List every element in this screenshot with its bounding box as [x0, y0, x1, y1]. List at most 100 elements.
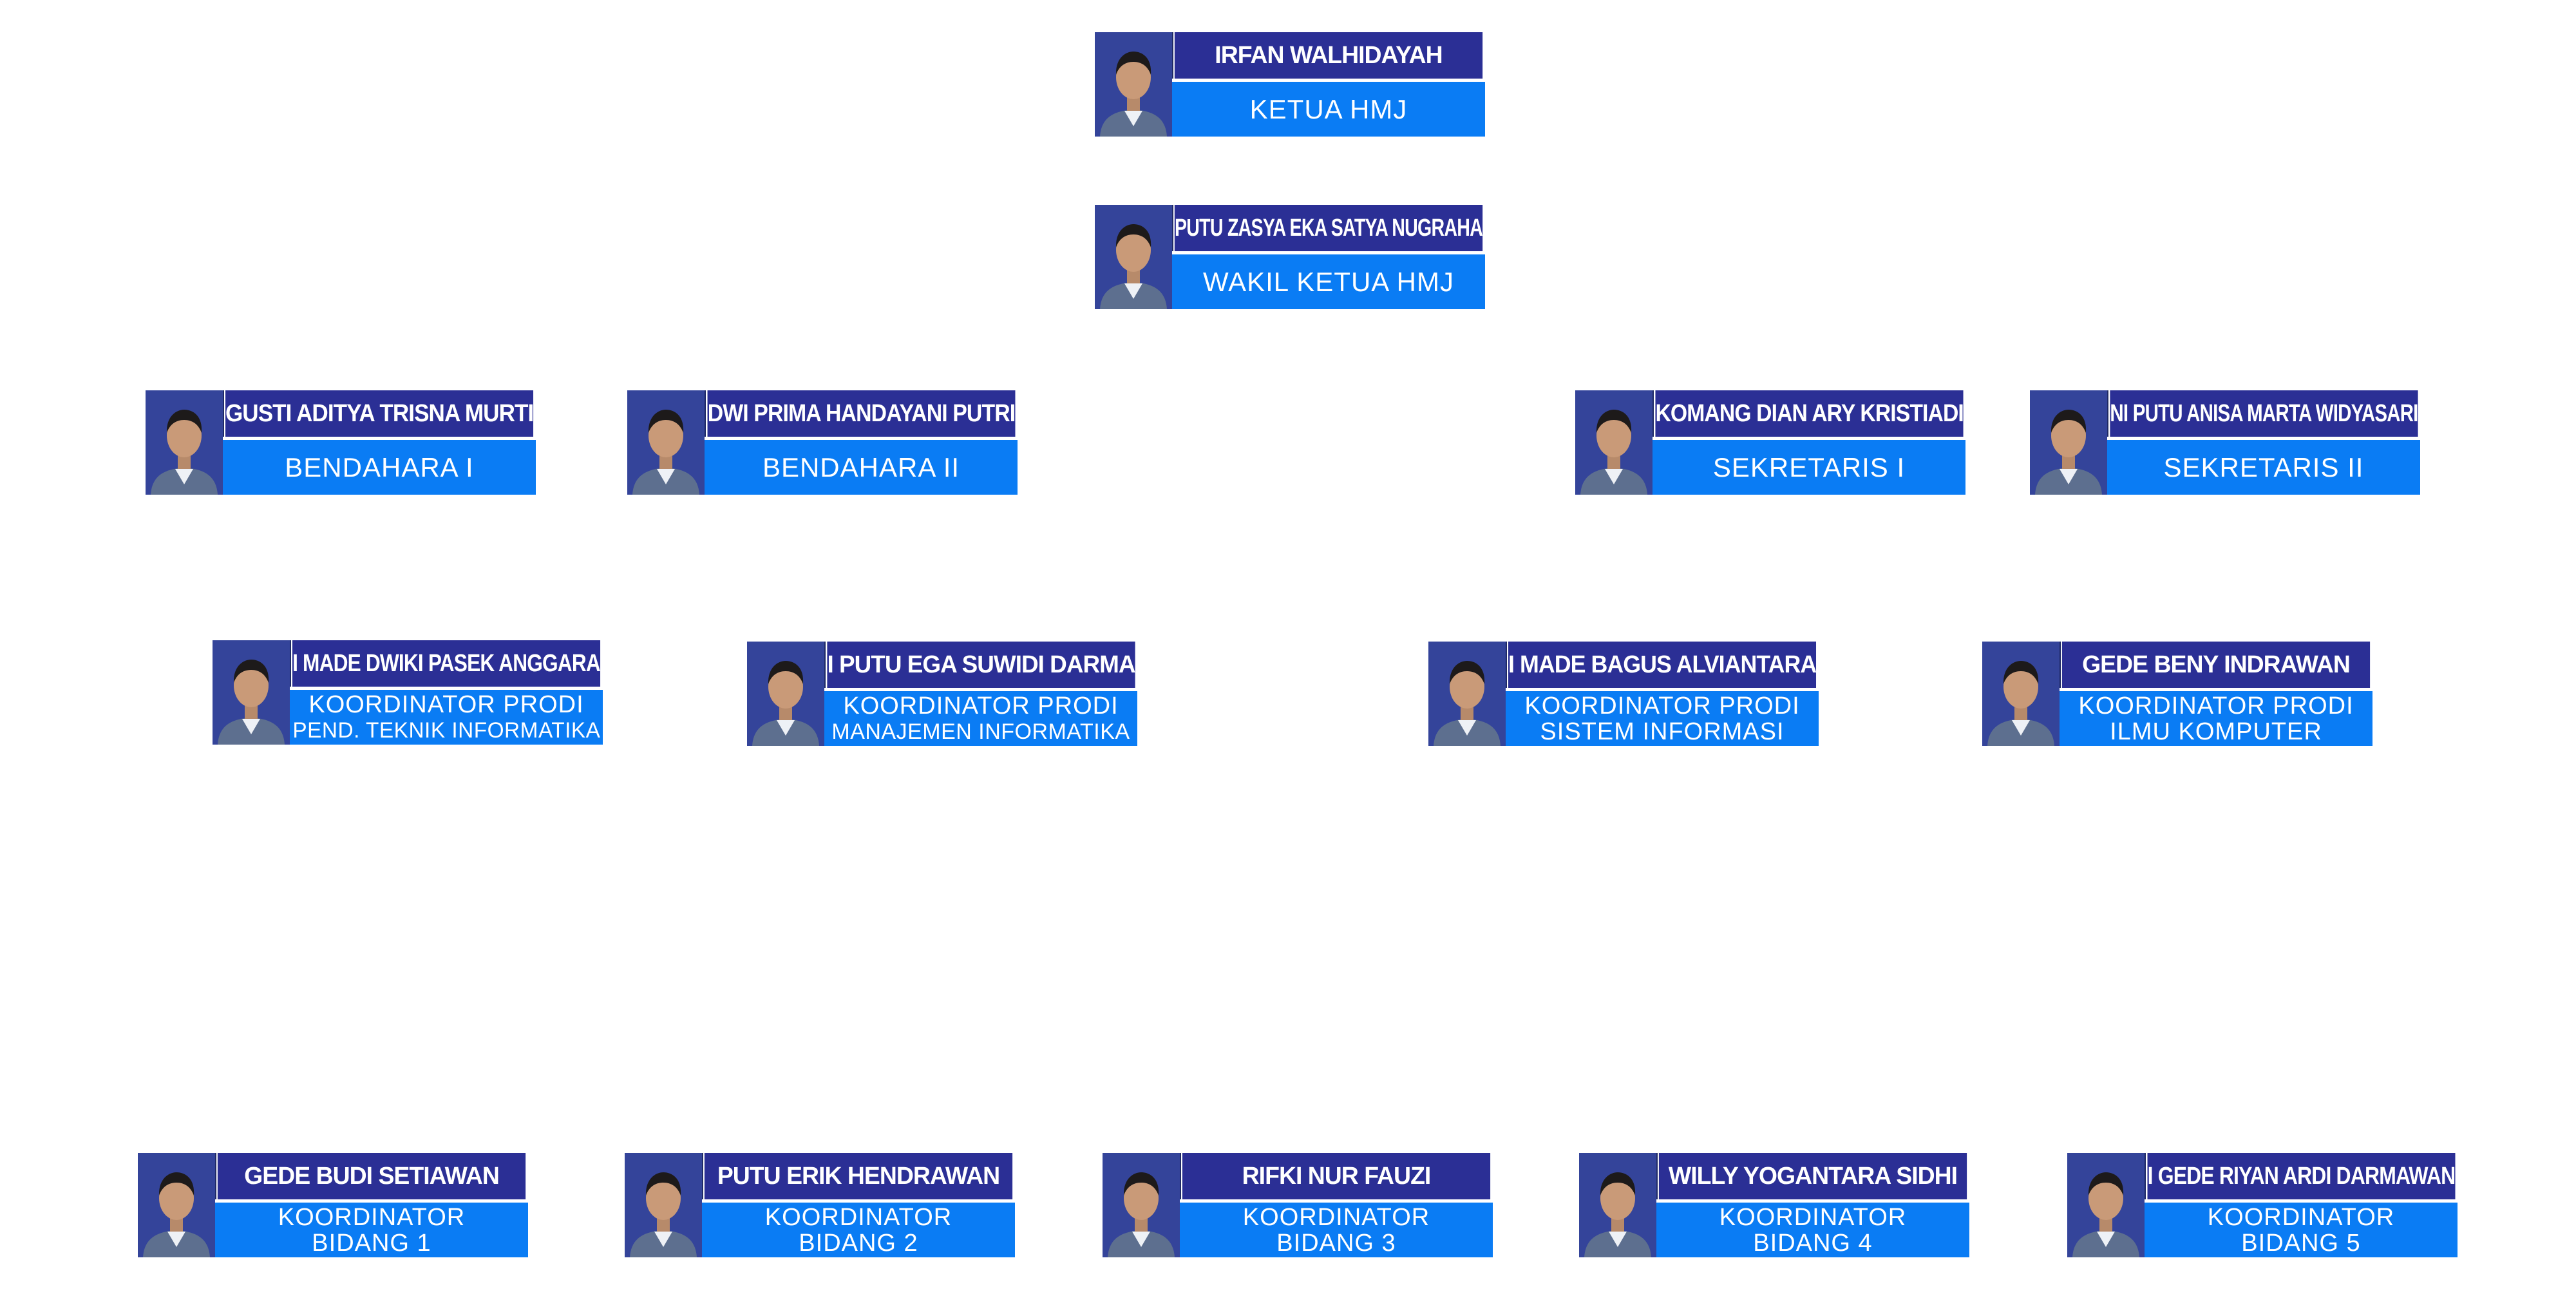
person-silhouette-icon — [1095, 205, 1172, 309]
member-role-line: BENDAHARA I — [285, 452, 474, 482]
member-photo — [2030, 390, 2107, 495]
person-silhouette-icon — [1095, 32, 1172, 137]
member-role-line: WAKIL KETUA HMJ — [1203, 266, 1454, 297]
member-role: WAKIL KETUA HMJ — [1172, 254, 1485, 309]
member-name: I GEDE RIYAN ARDI DARMAWAN — [2147, 1153, 2455, 1199]
member-photo — [1428, 642, 1506, 746]
card-divider — [2107, 437, 2420, 440]
member-photo — [1095, 32, 1172, 137]
member-role-line: KOORDINATOR — [2207, 1203, 2395, 1231]
member-role-line: KOORDINATOR PRODI — [1524, 692, 1800, 719]
person-silhouette-icon — [2067, 1153, 2145, 1257]
member-role-line: BIDANG 3 — [1276, 1229, 1396, 1257]
card-divider — [1180, 1199, 1493, 1203]
person-silhouette-icon — [138, 1153, 215, 1257]
member-name: GEDE BENY INDRAWAN — [2061, 642, 2371, 688]
member-role-line: KOORDINATOR PRODI — [308, 691, 584, 718]
member-name: IRFAN WALHIDAYAH — [1174, 32, 1483, 79]
member-role-line: KOORDINATOR — [278, 1203, 466, 1231]
card-divider — [1172, 79, 1485, 82]
member-card: NI PUTU ANISA MARTA WIDYASARI SEKRETARIS … — [2030, 390, 2420, 495]
card-divider — [215, 1199, 528, 1203]
member-role-line: KOORDINATOR — [1719, 1203, 1907, 1231]
person-silhouette-icon — [625, 1153, 702, 1257]
member-name: NI PUTU ANISA MARTA WIDYASARI — [2109, 390, 2418, 437]
card-divider — [824, 688, 1137, 691]
member-name: I PUTU EGA SUWIDI DARMA — [826, 642, 1135, 688]
person-silhouette-icon — [1579, 1153, 1656, 1257]
member-role-line: SEKRETARIS I — [1712, 452, 1906, 482]
card-divider — [1653, 437, 1965, 440]
member-name: PUTU ERIK HENDRAWAN — [704, 1153, 1013, 1199]
person-silhouette-icon — [747, 642, 824, 746]
person-silhouette-icon — [1575, 390, 1653, 495]
member-photo — [146, 390, 223, 495]
member-role: SEKRETARIS I — [1653, 440, 1965, 495]
member-role-line: PEND. TEKNIK INFORMATIKA — [292, 718, 601, 743]
member-photo — [1579, 1153, 1656, 1257]
member-name: PUTU ZASYA EKA SATYA NUGRAHA — [1174, 205, 1483, 251]
card-divider — [1506, 688, 1819, 691]
member-role-line: MANAJEMEN INFORMATIKA — [831, 719, 1130, 744]
member-photo — [747, 642, 824, 746]
member-card: IRFAN WALHIDAYAH KETUA HMJ — [1095, 32, 1485, 137]
member-name: RIFKI NUR FAUZI — [1182, 1153, 1491, 1199]
member-role-line: BIDANG 4 — [1753, 1229, 1873, 1257]
member-role-line: BIDANG 5 — [2241, 1229, 2361, 1257]
member-role-line: SISTEM INFORMASI — [1540, 718, 1785, 745]
member-card: PUTU ZASYA EKA SATYA NUGRAHA WAKIL KETUA … — [1095, 205, 1485, 309]
person-silhouette-icon — [1982, 642, 2060, 746]
person-silhouette-icon — [1103, 1153, 1180, 1257]
card-divider — [1656, 1199, 1969, 1203]
card-divider — [1172, 251, 1485, 254]
member-role-line: SEKRETARIS II — [2163, 452, 2364, 482]
member-name: KOMANG DIAN ARY KRISTIADI — [1654, 390, 1964, 437]
member-name: DWI PRIMA HANDAYANI PUTRI — [707, 390, 1015, 437]
member-name: GUSTI ADITYA TRISNA MURTI — [225, 390, 534, 437]
member-photo — [2067, 1153, 2145, 1257]
member-role-line: BIDANG 1 — [312, 1229, 431, 1257]
person-silhouette-icon — [213, 640, 290, 745]
member-photo — [138, 1153, 215, 1257]
card-divider — [2060, 688, 2372, 691]
member-photo — [1982, 642, 2060, 746]
member-photo — [213, 640, 290, 745]
member-role-line: KOORDINATOR — [764, 1203, 952, 1231]
member-role-line: KOORDINATOR — [1242, 1203, 1430, 1231]
member-role: BENDAHARA I — [223, 440, 536, 495]
card-divider — [705, 437, 1018, 440]
member-role-line: KOORDINATOR PRODI — [2078, 692, 2354, 719]
member-name: I MADE DWIKI PASEK ANGGARA — [292, 640, 601, 687]
card-divider — [223, 437, 536, 440]
member-role-line: KOORDINATOR PRODI — [843, 692, 1119, 719]
member-photo — [1103, 1153, 1180, 1257]
member-role: BENDAHARA II — [705, 440, 1018, 495]
member-photo — [1095, 205, 1172, 309]
member-role-line: BIDANG 2 — [799, 1229, 918, 1257]
member-card: KOMANG DIAN ARY KRISTIADI SEKRETARIS I — [1575, 390, 1965, 495]
card-divider — [290, 687, 603, 690]
member-photo — [627, 390, 705, 495]
person-silhouette-icon — [627, 390, 705, 495]
member-photo — [625, 1153, 702, 1257]
person-silhouette-icon — [1428, 642, 1506, 746]
member-role-line: KETUA HMJ — [1249, 93, 1408, 124]
